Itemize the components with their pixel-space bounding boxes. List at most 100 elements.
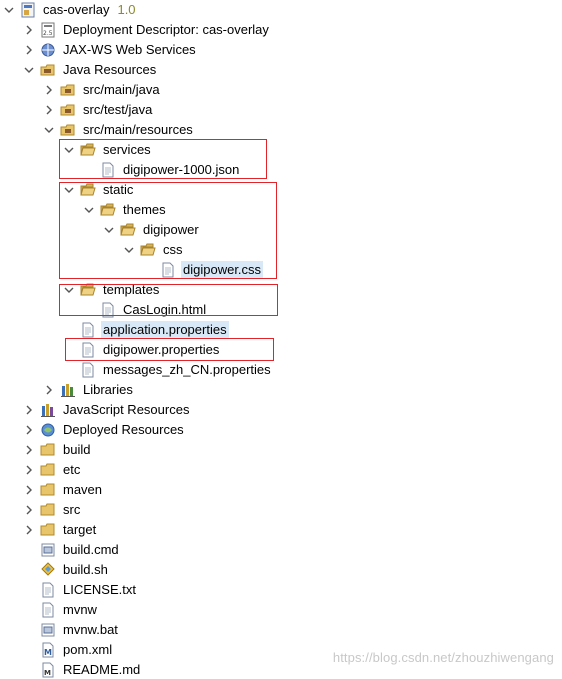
file-icon xyxy=(80,342,96,358)
tree-item-digipower-css[interactable]: digipower.css xyxy=(142,261,264,279)
cmd-file-icon xyxy=(40,622,56,638)
chevron-right-icon[interactable] xyxy=(22,481,36,499)
tree-item-static[interactable]: static xyxy=(62,181,135,199)
tree-item-pom-xml[interactable]: M pom.xml xyxy=(22,641,114,659)
tree-item-caslogin-html[interactable]: CasLogin.html xyxy=(82,301,208,319)
chevron-right-icon[interactable] xyxy=(22,441,36,459)
tree-item-src-main-resources[interactable]: src/main/resources xyxy=(42,121,195,139)
tree-item-mvnw[interactable]: mvnw xyxy=(22,601,99,619)
tree-item-deployed-resources[interactable]: Deployed Resources xyxy=(22,421,186,439)
javascript-resources-icon xyxy=(40,402,56,418)
project-version: 1.0 xyxy=(117,2,136,17)
tree-item-digipower-properties[interactable]: digipower.properties xyxy=(62,341,221,359)
tree-item-label: src/test/java xyxy=(83,102,153,117)
tree-item-jax-ws-web-services[interactable]: JAX-WS Web Services xyxy=(22,41,198,59)
tree-item-label: digipower.properties xyxy=(103,342,220,357)
tree-item-label: etc xyxy=(63,462,81,477)
folder-icon xyxy=(40,502,56,518)
file-icon xyxy=(80,362,96,378)
chevron-down-icon[interactable] xyxy=(82,201,96,219)
tree-item-label: Deployed Resources xyxy=(63,422,184,437)
tree-item-java-resources[interactable]: Java Resources xyxy=(22,61,158,79)
tree-item-label: JAX-WS Web Services xyxy=(63,42,196,57)
folder-open-icon xyxy=(80,182,96,198)
chevron-down-icon[interactable] xyxy=(42,121,56,139)
chevron-right-icon[interactable] xyxy=(22,461,36,479)
chevron-down-icon[interactable] xyxy=(62,141,76,159)
chevron-right-icon[interactable] xyxy=(22,401,36,419)
tree-item-mvnw-bat[interactable]: mvnw.bat xyxy=(22,621,120,639)
chevron-right-icon[interactable] xyxy=(22,501,36,519)
tree-item-label: css xyxy=(163,242,183,257)
tree-item-src-folder[interactable]: src xyxy=(22,501,82,519)
tree-item-digipower[interactable]: digipower xyxy=(102,221,201,239)
tree-item-label: build.sh xyxy=(63,562,108,577)
tree-item-label: src/main/resources xyxy=(83,122,193,137)
chevron-down-icon[interactable] xyxy=(22,61,36,79)
chevron-right-icon[interactable] xyxy=(22,521,36,539)
tree-item-templates[interactable]: templates xyxy=(62,281,161,299)
tree-item-digipower-1000-json[interactable]: digipower-1000.json xyxy=(82,161,241,179)
tree-item-services[interactable]: services xyxy=(62,141,153,159)
deployment-descriptor-icon: 2.5 xyxy=(40,22,56,38)
chevron-down-icon[interactable] xyxy=(2,1,16,19)
tree-item-etc-folder[interactable]: etc xyxy=(22,461,82,479)
tree-item-messages-zh-cn-properties[interactable]: messages_zh_CN.properties xyxy=(62,361,273,379)
tree-item-javascript-resources[interactable]: JavaScript Resources xyxy=(22,401,191,419)
tree-item-label: Libraries xyxy=(83,382,133,397)
tree-item-css[interactable]: css xyxy=(122,241,185,259)
libraries-icon xyxy=(60,382,76,398)
maven-pom-icon: M xyxy=(40,642,56,658)
tree-item-target-folder[interactable]: target xyxy=(22,521,98,539)
folder-open-icon xyxy=(140,242,156,258)
tree-item-build-folder[interactable]: build xyxy=(22,441,92,459)
source-folder-icon xyxy=(60,102,76,118)
chevron-right-icon[interactable] xyxy=(42,381,56,399)
folder-icon xyxy=(40,482,56,498)
tree-item-label: CasLogin.html xyxy=(123,302,207,317)
tree-item-src-main-java[interactable]: src/main/java xyxy=(42,81,162,99)
tree-item-build-sh[interactable]: build.sh xyxy=(22,561,110,579)
tree-item-label: Deployment Descriptor: cas-overlay xyxy=(63,22,269,37)
tree-item-src-test-java[interactable]: src/test/java xyxy=(42,101,154,119)
tree-item-build-cmd[interactable]: build.cmd xyxy=(22,541,121,559)
tree-item-label: templates xyxy=(103,282,160,297)
folder-icon xyxy=(40,522,56,538)
chevron-down-icon[interactable] xyxy=(62,181,76,199)
tree-project-cas-overlay[interactable]: cas-overlay 1.0 xyxy=(2,1,136,19)
chevron-right-icon[interactable] xyxy=(22,421,36,439)
tree-item-label: build.cmd xyxy=(63,542,119,557)
chevron-down-icon[interactable] xyxy=(122,241,136,259)
tree-item-label: messages_zh_CN.properties xyxy=(103,362,271,377)
tree-item-label: src/main/java xyxy=(83,82,160,97)
file-icon xyxy=(100,162,116,178)
chevron-right-icon[interactable] xyxy=(42,81,56,99)
file-icon xyxy=(80,322,96,338)
tree-item-application-properties[interactable]: application.properties xyxy=(62,321,229,339)
chevron-right-icon[interactable] xyxy=(22,41,36,59)
chevron-right-icon[interactable] xyxy=(42,101,56,119)
tree-item-readme-md[interactable]: M README.md xyxy=(22,661,142,679)
folder-open-icon xyxy=(80,142,96,158)
chevron-down-icon[interactable] xyxy=(62,281,76,299)
tree-item-maven-folder[interactable]: maven xyxy=(22,481,104,499)
tree-item-license-txt[interactable]: LICENSE.txt xyxy=(22,581,138,599)
tree-item-themes[interactable]: themes xyxy=(82,201,168,219)
cmd-file-icon xyxy=(40,542,56,558)
chevron-right-icon[interactable] xyxy=(22,21,36,39)
tree-item-label: build xyxy=(63,442,91,457)
tree-item-deployment-descriptor[interactable]: 2.5 Deployment Descriptor: cas-overlay xyxy=(22,21,271,39)
folder-open-icon xyxy=(120,222,136,238)
project-label: cas-overlay xyxy=(43,2,110,17)
tree-item-label: LICENSE.txt xyxy=(63,582,136,597)
tree-item-label: mvnw.bat xyxy=(63,622,118,637)
tree-item-libraries[interactable]: Libraries xyxy=(42,381,135,399)
source-folder-icon xyxy=(60,122,76,138)
file-icon xyxy=(160,262,176,278)
source-folder-icon xyxy=(60,82,76,98)
chevron-down-icon[interactable] xyxy=(102,221,116,239)
shell-file-icon xyxy=(40,562,56,578)
watermark: https://blog.csdn.net/zhouzhiwengang xyxy=(332,650,554,665)
tree-item-label: target xyxy=(63,522,97,537)
tree-item-label: themes xyxy=(123,202,166,217)
